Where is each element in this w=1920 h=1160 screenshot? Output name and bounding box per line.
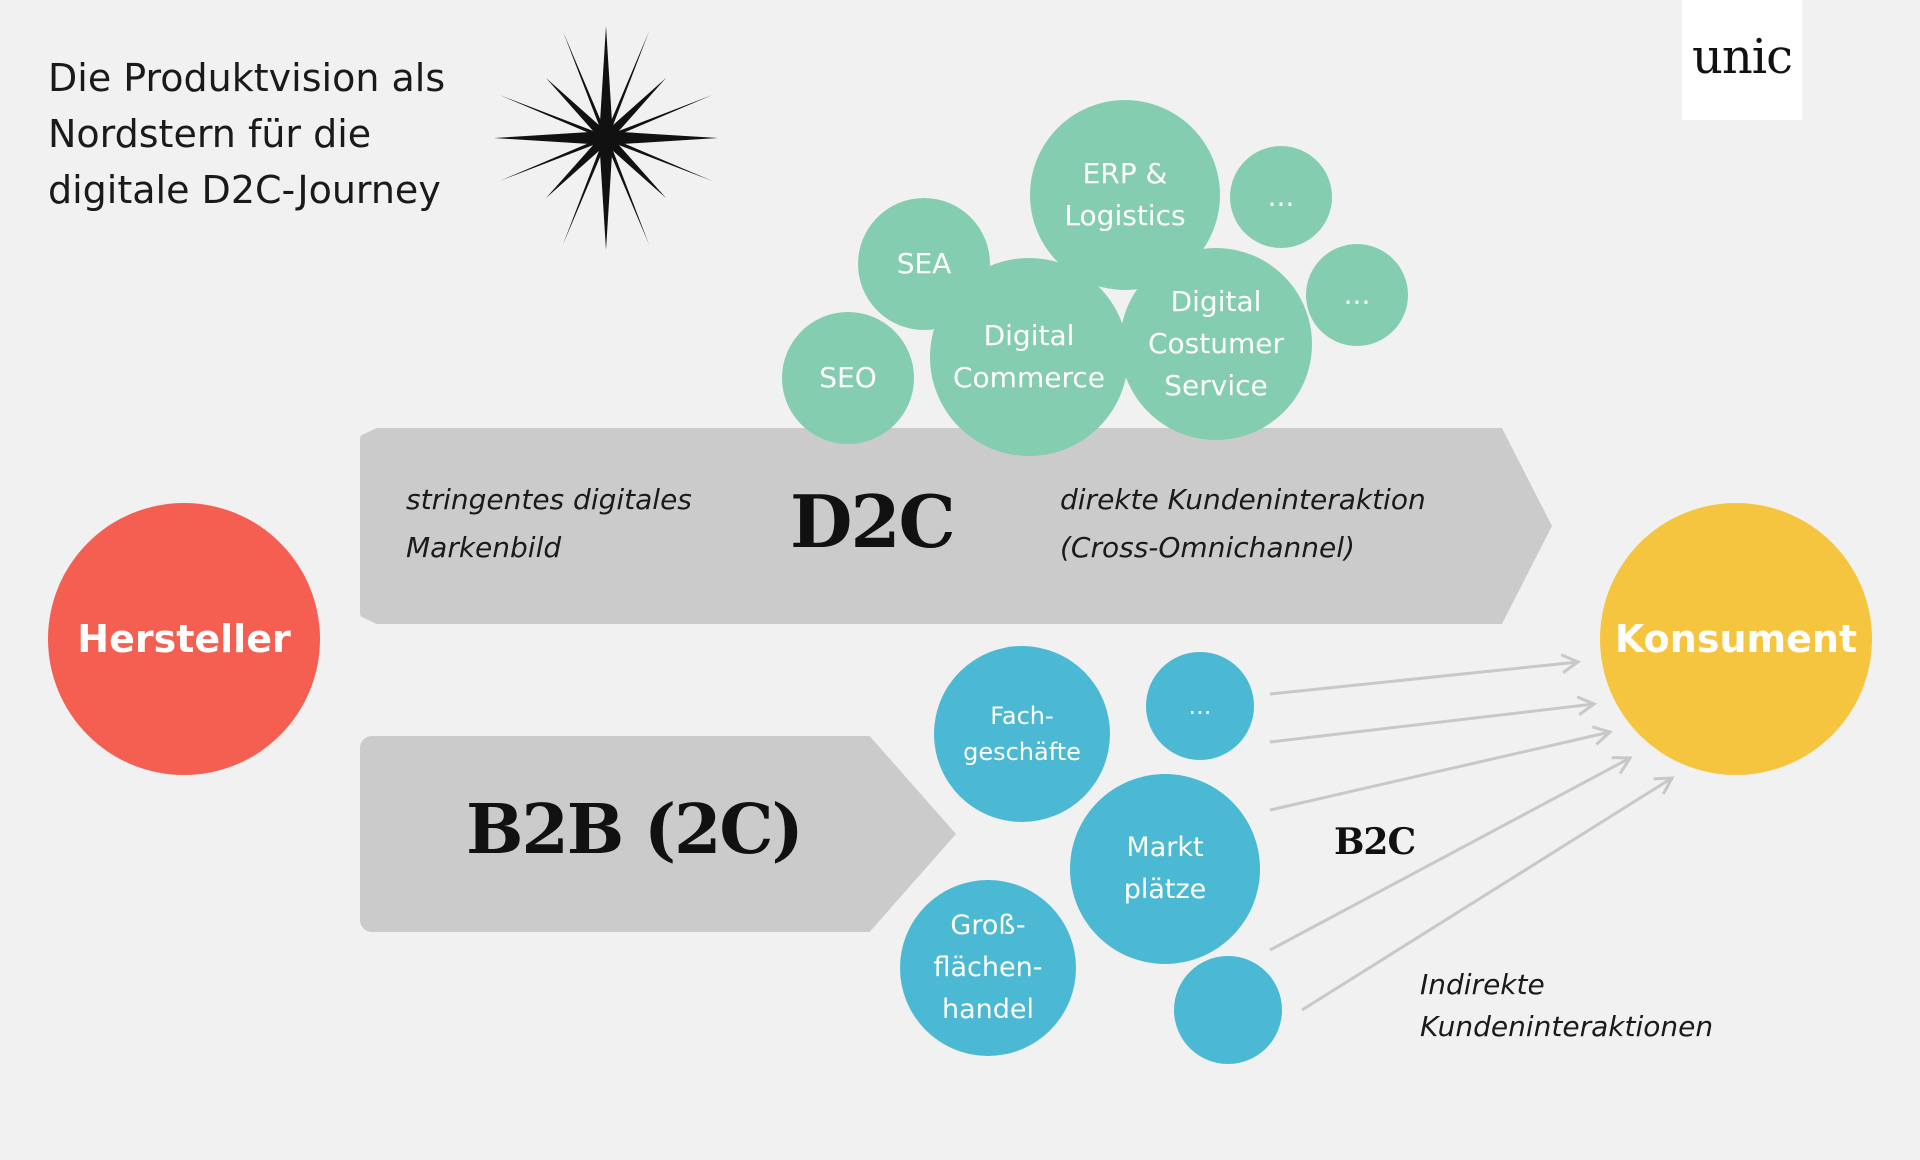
unic-logo: unic [1682,0,1802,120]
b2b-label: B2B (2C) [466,790,804,870]
bubble-erp-line-2: Logistics [1064,199,1186,232]
bubble-empty-blue [1174,956,1282,1064]
bubble-erp-line-1: ERP & [1082,157,1168,190]
b2c-label: B2C [1334,821,1416,863]
bubble-sea-label: SEA [896,247,952,280]
bubble-more-1: ... [1230,146,1332,248]
connector-arrow-2 [1269,695,1598,744]
bubble-more-2-label: ... [1343,278,1371,311]
d2c-right-line-2: (Cross-Omnichannel) [1060,531,1355,564]
title-line-2: Nordstern für die [48,112,372,156]
connector-arrow-4 [1269,756,1633,952]
d2c-label: D2C [790,479,956,564]
b2c-note-line-1: Indirekte [1420,968,1545,1001]
bubble-fach-line-2: geschäfte [963,738,1081,766]
bubble-digital-customer-service: Digital Costumer Service [1120,248,1312,440]
title-line-1: Die Produktvision als [48,56,446,100]
bubble-more-2: ... [1306,244,1408,346]
bubble-marktplaetze: Markt plätze [1070,774,1260,964]
bubble-commerce-line-1: Digital [983,319,1075,352]
bubble-gross-line-3: handel [941,994,1034,1025]
bubble-gross-line-2: flächen- [933,952,1043,983]
bubble-digital-commerce: Digital Commerce [930,258,1128,456]
bubble-markt-line-2: plätze [1123,874,1207,905]
bubble-more-blue-label: ... [1188,692,1212,720]
bubble-gross-line-1: Groß- [950,910,1026,941]
title-line-3: digitale D2C-Journey [48,168,441,212]
bubble-erp-logistics: ERP & Logistics [1030,100,1220,290]
b2c-note-line-2: Kundeninteraktionen [1420,1010,1714,1043]
d2c-left-text: stringentes digitales Markenbild [406,476,692,572]
bubble-seo: SEO [782,312,914,444]
bubble-more-blue: ... [1146,652,1254,760]
hersteller-node: Hersteller [48,503,320,775]
konsument-label: Konsument [1614,617,1858,661]
d2c-arrow [360,428,1552,624]
bubble-commerce-line-2: Commerce [953,361,1105,394]
bubble-more-1-label: ... [1267,180,1295,213]
b2c-note: Indirekte Kundeninteraktionen [1420,964,1713,1048]
connector-arrow-1 [1269,653,1582,696]
bubble-fach-line-1: Fach- [990,702,1054,730]
d2c-right-text: direkte Kundeninteraktion (Cross-Omnicha… [1060,476,1426,572]
d2c-left-line-2: Markenbild [406,531,562,564]
bubble-fachgeschaefte: Fach- geschäfte [934,646,1110,822]
d2c-right-line-1: direkte Kundeninteraktion [1060,483,1426,516]
konsument-node: Konsument [1600,503,1872,775]
bubble-grossflaechenhandel: Groß- flächen- handel [900,880,1076,1056]
b2b-arrow [360,736,956,932]
bubble-seo-label: SEO [819,361,877,394]
logo-text: unic [1691,29,1793,85]
connector-arrow-3 [1269,725,1613,812]
hersteller-label: Hersteller [77,617,291,661]
d2c-left-line-1: stringentes digitales [406,483,692,516]
bubble-service-line-2: Costumer [1147,327,1284,360]
bubble-service-line-3: Service [1164,369,1268,402]
bubble-markt-line-1: Markt [1126,832,1204,863]
bubble-service-line-1: Digital [1170,285,1262,318]
page-title: Die Produktvision als Nordstern für die … [48,50,508,218]
